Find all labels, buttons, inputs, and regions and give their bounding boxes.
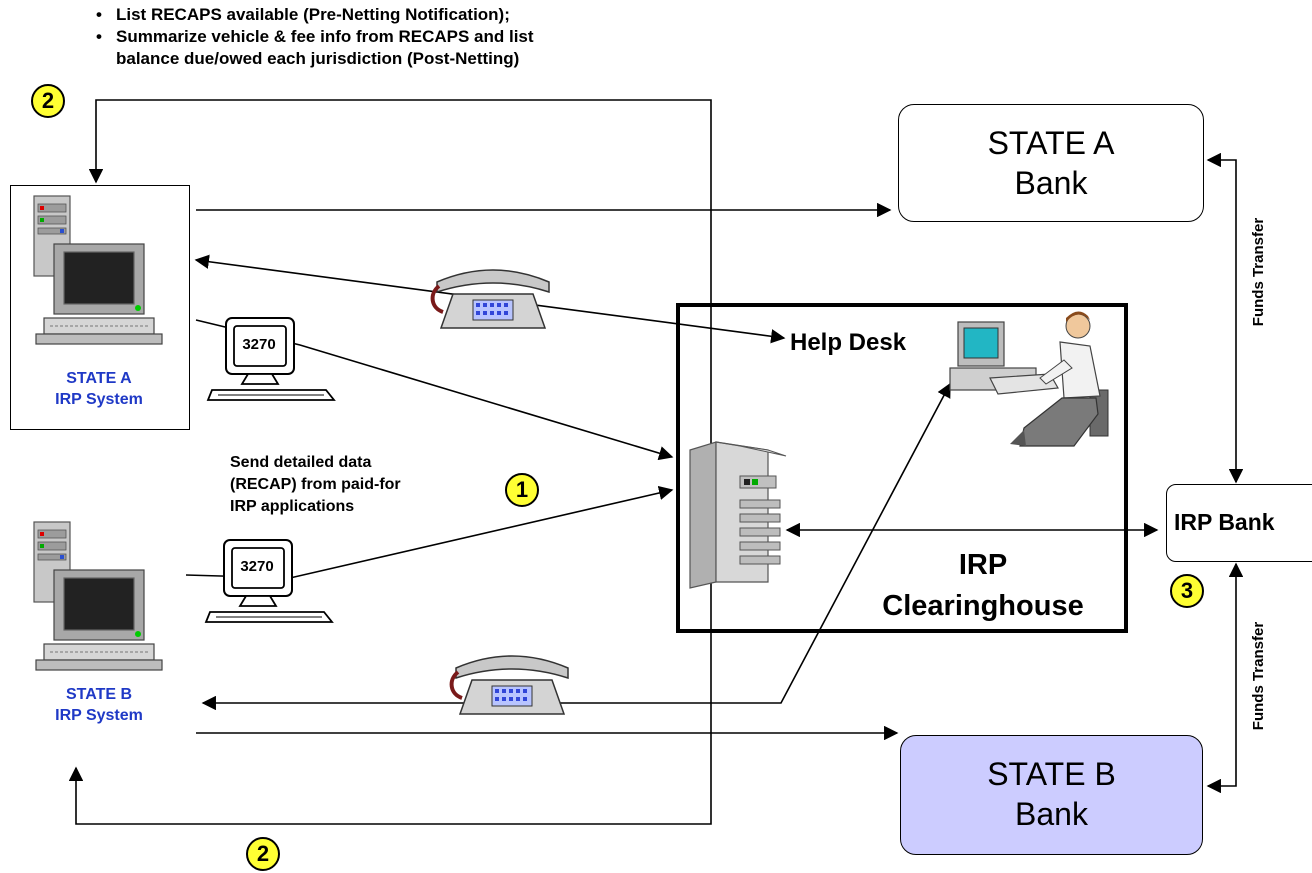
state-a-system-box [10,185,190,430]
funds-transfer-label-bottom: Funds Transfer [1250,621,1267,731]
state-a-phone-icon [430,268,551,330]
help-desk-operator-icon [949,311,1109,447]
help-desk-label: Help Desk [790,329,907,356]
step-2-badge-bottom: 2 [246,837,280,871]
state-a-system-name: STATE A [66,370,132,387]
server-icon [689,441,787,589]
step-1-badge: 1 [505,473,539,507]
state-a-bank: STATE A Bank [898,104,1204,222]
state-b-bank-type: Bank [1015,796,1088,832]
connector-step2-bottom [68,515,712,825]
send-recap-line: Send detailed data [230,454,372,471]
step-3-badge: 3 [1170,574,1204,608]
state-b-terminal-label: 3270 [240,558,274,575]
connector-funds-transfer-b [1206,562,1244,794]
state-b-system-type: IRP System [55,707,143,724]
state-b-system-label: STATE B IRP System [16,680,182,730]
note-item: Summarize vehicle & fee info from RECAPS… [92,26,534,48]
clearinghouse-subtitle: Clearinghouse [882,590,1084,622]
step-2-badge-top: 2 [31,84,65,118]
state-a-system-type: IRP System [55,391,143,408]
state-b-computer-icon [33,521,163,671]
clearinghouse-label: IRP Clearinghouse [858,545,1108,627]
send-recap-text: Send detailed data (RECAP) from paid-for… [230,452,401,518]
state-a-terminal-label: 3270 [242,336,276,353]
irp-bank-label: IRP Bank [1174,509,1275,535]
state-a-system-label: STATE A IRP System [15,368,183,410]
state-b-bank: STATE B Bank [900,735,1203,855]
state-b-phone-icon [449,654,570,716]
clearinghouse-frame [676,303,1128,633]
send-recap-line: (RECAP) from paid-for [230,476,401,493]
note-item-continuation: balance due/owed each jurisdiction (Post… [116,49,520,68]
send-recap-line: IRP applications [230,498,355,515]
state-a-terminal-icon [207,317,335,401]
state-b-bank-name: STATE B [987,756,1116,792]
connector-help-desk-to-state-b [201,382,951,711]
step2-notes: List RECAPS available (Pre-Netting Notif… [92,4,534,70]
funds-transfer-label-top: Funds Transfer [1250,217,1267,327]
state-b-terminal-icon [205,539,333,623]
state-a-bank-type: Bank [1014,165,1088,201]
state-b-system-name: STATE B [65,686,133,703]
note-item: List RECAPS available (Pre-Netting Notif… [92,4,534,26]
state-a-bank-name: STATE A [987,125,1115,161]
irp-bank [1166,484,1312,562]
connector-funds-transfer-a [1206,152,1244,484]
clearinghouse-title: IRP [958,549,1008,581]
